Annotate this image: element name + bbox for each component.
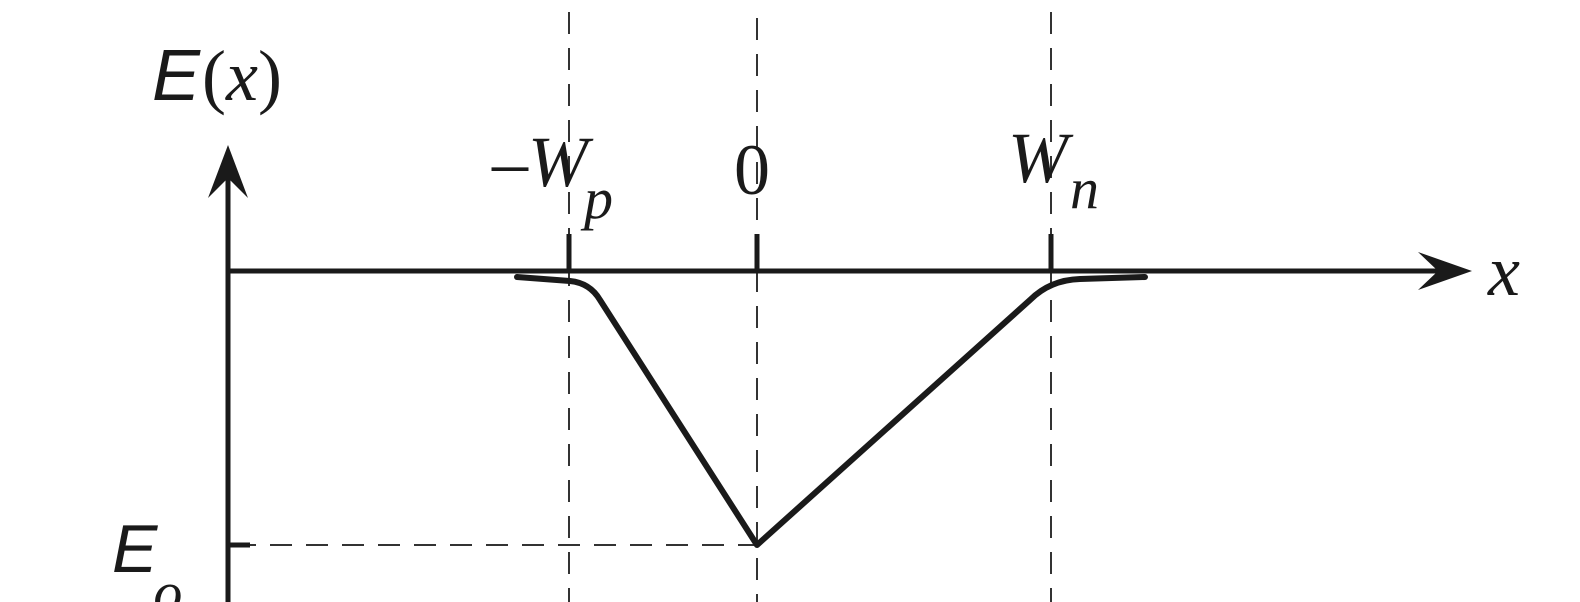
tick-label-neg-wp: –Wp (491, 122, 613, 231)
x-axis-label: x (1487, 231, 1520, 311)
field-profile-curve (514, 274, 1148, 548)
x-axis-arrowhead (1418, 252, 1472, 290)
y-axis-label: E(x) (152, 36, 282, 116)
tick-label-zero: 0 (734, 130, 770, 210)
y-axis-arrowhead (208, 145, 248, 198)
tick-label-wn: Wn (1008, 118, 1099, 221)
